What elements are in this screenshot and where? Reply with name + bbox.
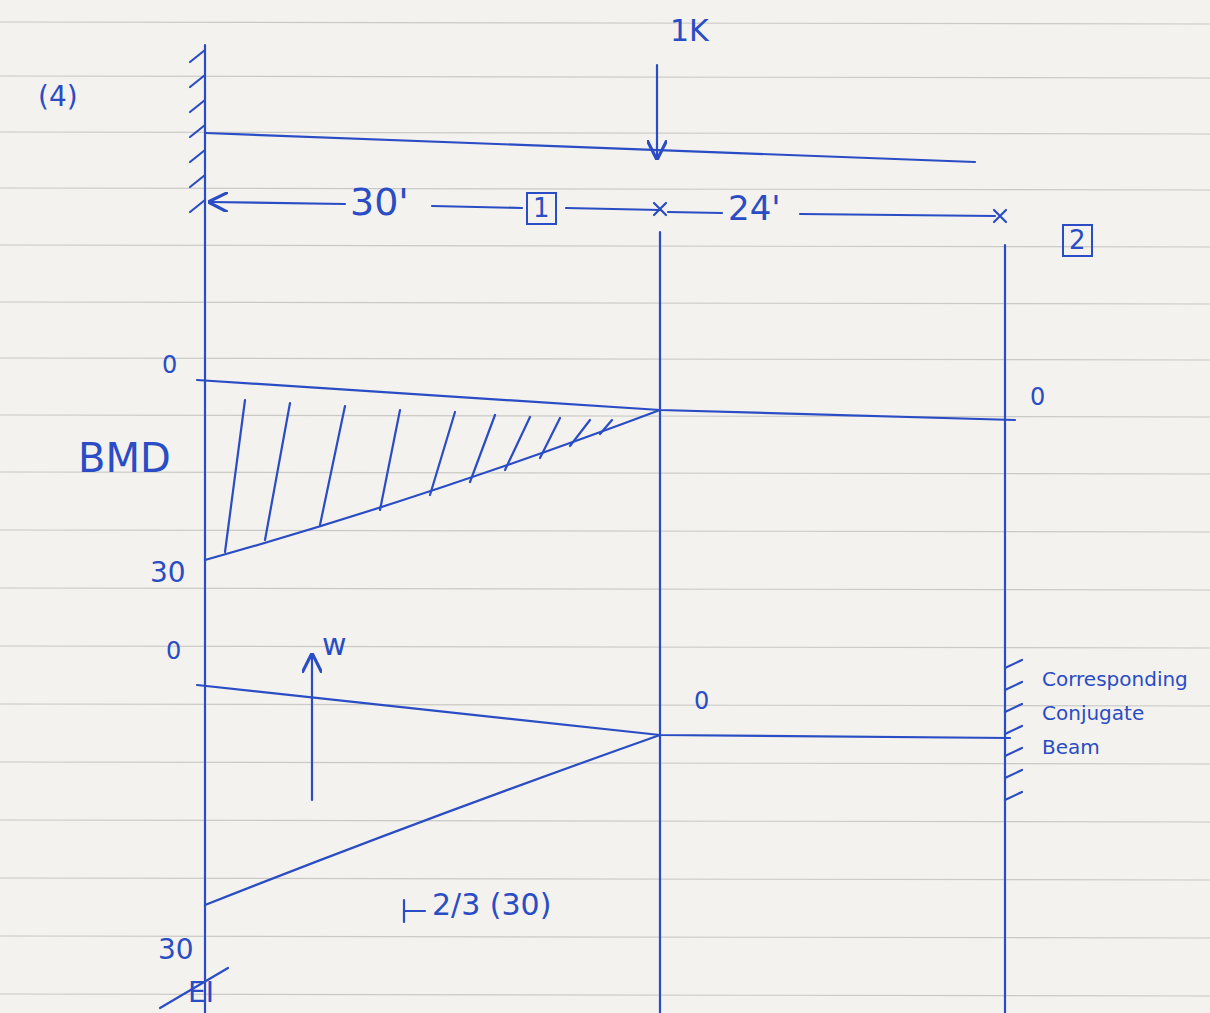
moment-value: 30 — [150, 558, 186, 589]
problem-number: (4) — [38, 82, 78, 113]
section-number: 1 — [526, 192, 557, 225]
moment-value: 0 — [694, 688, 709, 714]
ink-strokes — [160, 45, 1022, 1013]
section-number: 2 — [1062, 224, 1093, 257]
diagram-title: BMD — [78, 436, 171, 480]
load-label: 1K — [670, 14, 709, 47]
moment-value: 0 — [1030, 384, 1045, 410]
moment-value: 30 — [158, 935, 194, 966]
stiffness-label: EI — [188, 978, 214, 1009]
notebook-lines — [0, 22, 1210, 996]
moment-value: 0 — [166, 638, 181, 664]
span-dimension: 24' — [728, 190, 781, 227]
load-symbol: w — [322, 628, 347, 661]
note: Corresponding Conjugate Beam — [1042, 662, 1192, 764]
moment-value: 0 — [162, 352, 177, 378]
span-dimension: 30' — [350, 182, 409, 224]
centroid-distance: 2/3 (30) — [432, 888, 551, 921]
